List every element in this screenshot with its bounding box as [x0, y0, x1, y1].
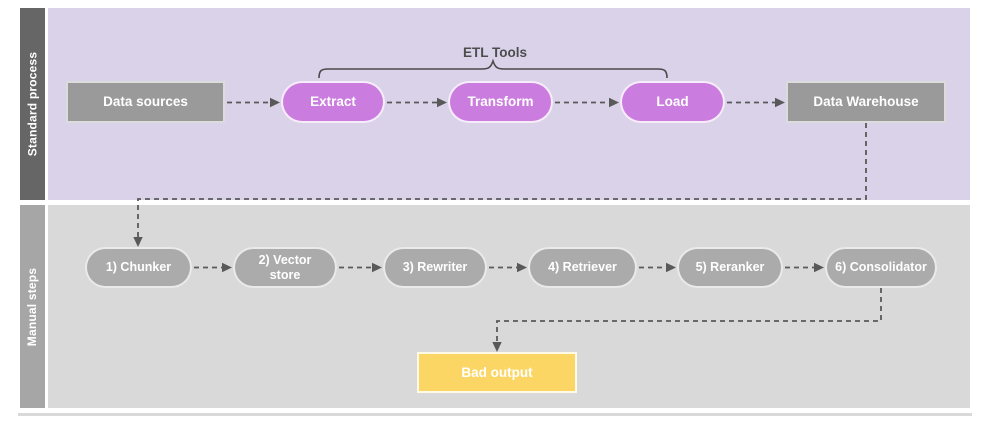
page-bottom-divider [18, 413, 972, 416]
node-data-sources: Data sources [66, 81, 225, 123]
lane-standard-process-label: Standard process [25, 51, 40, 157]
lane-manual-steps-label: Manual steps [25, 267, 40, 346]
node-data-warehouse: Data Warehouse [786, 81, 946, 123]
lane-manual-steps-bar: Manual steps [20, 205, 45, 408]
node-consolidator: 6) Consolidator [825, 247, 937, 288]
etl-tools-group-label: ETL Tools [463, 45, 527, 60]
node-retriever: 4) Retriever [528, 247, 637, 288]
node-extract: Extract [281, 81, 385, 123]
node-vector-store: 2) Vector store [233, 247, 337, 288]
node-chunker: 1) Chunker [85, 247, 192, 288]
node-transform: Transform [448, 81, 553, 123]
node-bad-output: Bad output [417, 352, 577, 393]
node-rewriter: 3) Rewriter [383, 247, 487, 288]
lane-standard-process-bar: Standard process [20, 8, 45, 200]
node-load: Load [620, 81, 725, 123]
node-reranker: 5) Reranker [677, 247, 783, 288]
